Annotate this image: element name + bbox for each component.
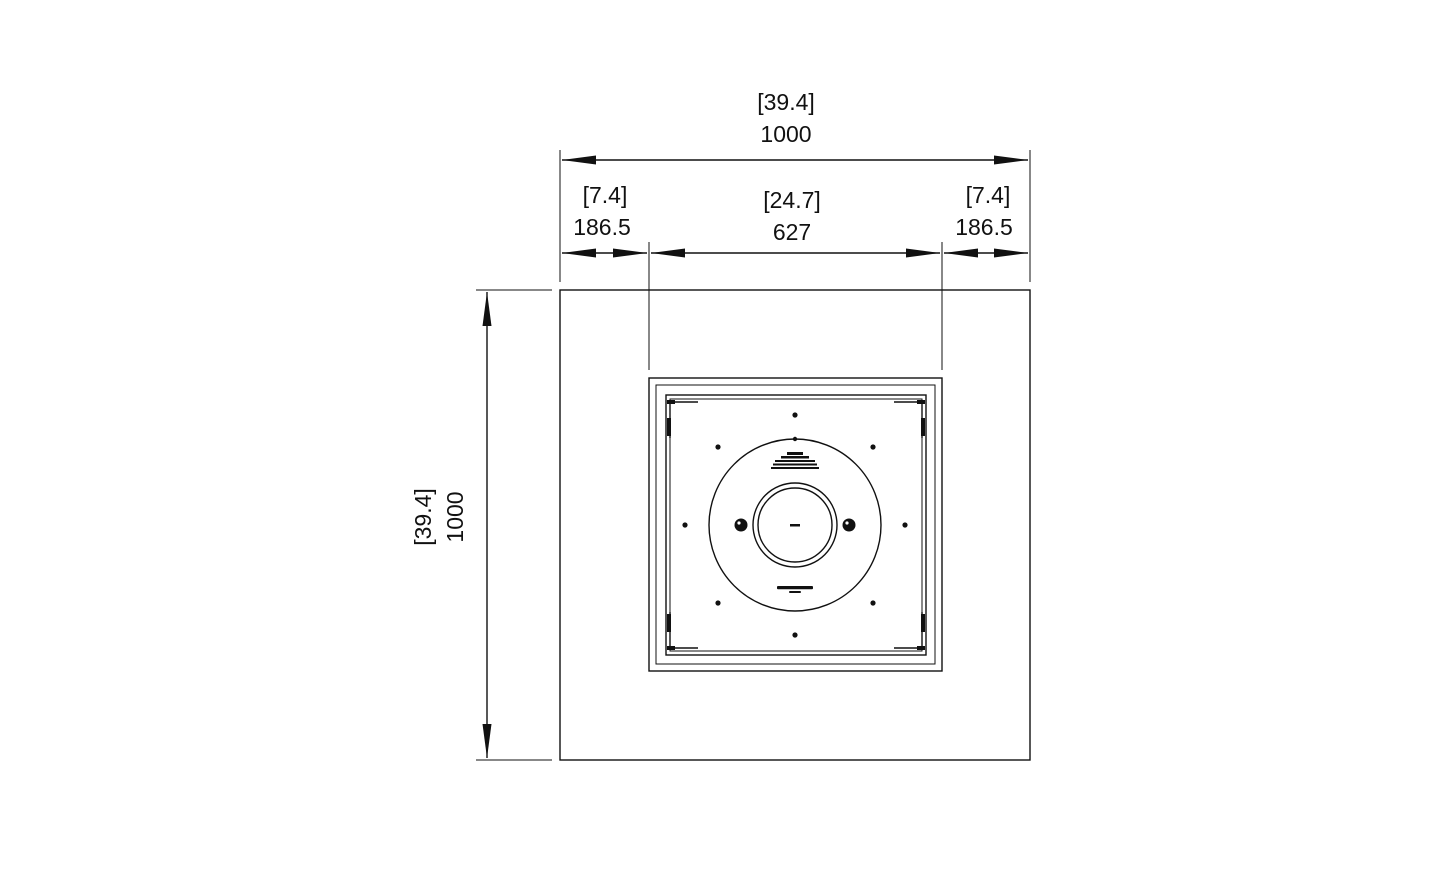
- table-top-outline: [559, 289, 1031, 761]
- right-margin-inches: [7.4]: [966, 182, 1011, 208]
- left-margin-inches: [7.4]: [583, 182, 628, 208]
- left-margin-mm: 186.5: [573, 214, 631, 240]
- insert-tray-lip: [669, 398, 923, 652]
- burner-plate-top-screw: [792, 436, 798, 442]
- corner-bracket-bottom-right: [894, 612, 925, 650]
- burner-insert: [648, 377, 943, 672]
- overall-width-mm: 1000: [760, 121, 811, 147]
- overall-depth-inches: [39.4]: [410, 488, 436, 546]
- burner-center-slot: [790, 524, 800, 527]
- corner-bracket-top-left: [667, 400, 698, 438]
- insert-tray: [665, 394, 927, 656]
- insert-frame-inner-edge: [655, 384, 936, 665]
- corner-bracket-top-right: [894, 400, 925, 438]
- overall-width-dimension: [39.4] 1000: [559, 89, 1031, 282]
- segment-dimensions: [7.4] 186.5 [24.7] 627 [7.4] 186.5: [562, 182, 1028, 370]
- center-opening-mm: 627: [773, 219, 811, 245]
- ecosmart-fire-logo: [777, 586, 813, 593]
- overall-depth-mm: 1000: [442, 491, 468, 542]
- mounting-screws: [682, 412, 908, 638]
- corner-bracket-bottom-left: [667, 612, 698, 650]
- left-control-knob: [734, 518, 748, 532]
- right-margin-mm: 186.5: [955, 214, 1013, 240]
- warning-label: [771, 452, 819, 469]
- overall-width-inches: [39.4]: [757, 89, 815, 115]
- burner-opening-inner: [757, 487, 833, 563]
- insert-outer-frame: [648, 377, 943, 672]
- center-opening-inches: [24.7]: [763, 187, 821, 213]
- right-control-knob: [842, 518, 856, 532]
- burner-opening-outer: [752, 482, 838, 568]
- overall-depth-dimension: [39.4] 1000: [410, 289, 552, 761]
